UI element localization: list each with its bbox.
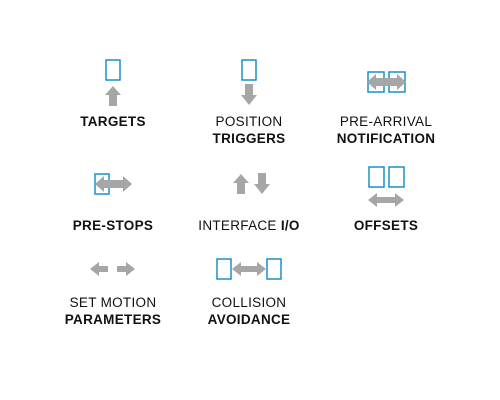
- feature-label-line2: TRIGGERS: [212, 131, 286, 146]
- feature-label-line2: OFFSETS: [353, 218, 419, 233]
- left-right-arrows-icon: [90, 262, 135, 276]
- feature-offsets: OFFSETS: [301, 165, 471, 240]
- feature-label-line2: PRE-STOPS: [72, 218, 154, 233]
- feature-position-triggers: POSITION TRIGGERS: [164, 56, 334, 146]
- feature-label-line1: POSITION: [215, 114, 283, 129]
- two-boxes-with-double-arrow-icon: [368, 166, 405, 207]
- box-with-down-arrow-icon: [241, 59, 257, 105]
- feature-targets: TARGETS: [28, 56, 198, 136]
- feature-label-line2: NOTIFICATION: [336, 131, 436, 146]
- up-down-arrows-icon: [233, 173, 270, 194]
- feature-label-line2: TARGETS: [80, 114, 146, 129]
- double-arrow-between-boxes-icon: [367, 71, 406, 93]
- box-with-up-arrow-icon: [105, 59, 121, 106]
- feature-label-line1: SET MOTION: [69, 295, 157, 310]
- feature-label-line2: AVOIDANCE: [207, 312, 291, 327]
- feature-label-line2: PARAMETERS: [64, 312, 162, 327]
- feature-pre-arrival-notification: PRE-ARRIVAL NOTIFICATION: [301, 56, 471, 146]
- feature-interface-io: INTERFACE I/O: [164, 165, 334, 240]
- box-with-double-arrow-icon: [94, 173, 132, 195]
- double-arrow-between-distant-boxes-icon: [216, 258, 282, 280]
- feature-collision-avoidance: COLLISION AVOIDANCE: [164, 255, 334, 335]
- feature-set-motion-parameters: SET MOTION PARAMETERS: [28, 255, 198, 335]
- feature-label-line1: COLLISION: [211, 295, 287, 310]
- feature-label-line1: PRE-ARRIVAL: [339, 114, 433, 129]
- feature-pre-stops: PRE-STOPS: [28, 165, 198, 240]
- feature-label-line2: I/O: [280, 218, 300, 233]
- feature-label-line1: INTERFACE: [198, 218, 277, 233]
